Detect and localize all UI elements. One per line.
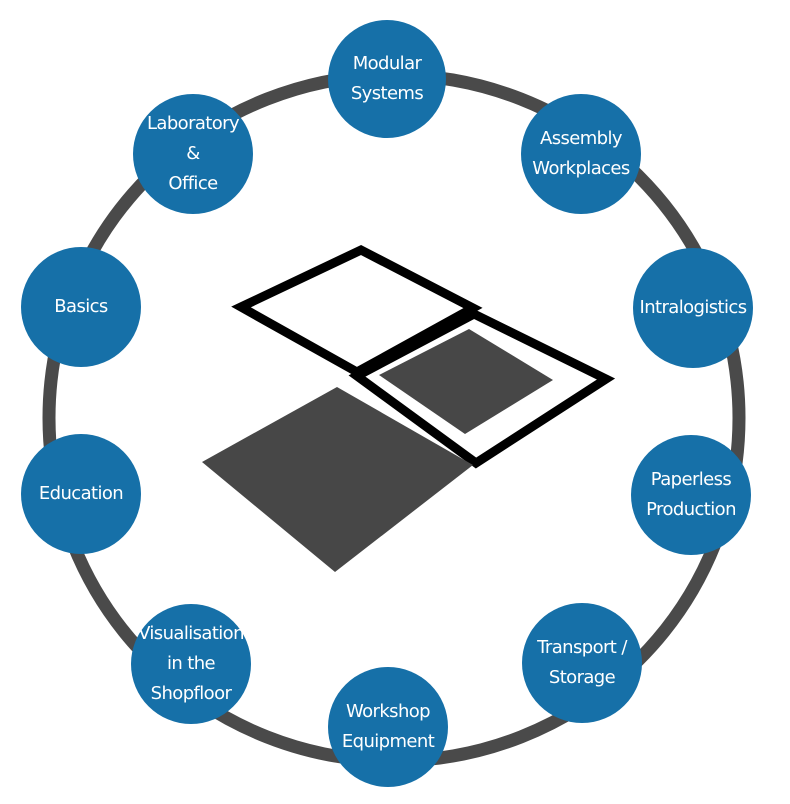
workplace-floor-tiles-logo [202, 244, 616, 572]
node-laboratory-office[interactable]: Laboratory & Office [133, 94, 253, 214]
node-visualisation-shopfloor[interactable]: Visualisation in the Shopfloor [131, 604, 251, 724]
node-label: Transport / Storage [537, 637, 627, 688]
node-label: Modular Systems [350, 53, 424, 104]
node-label: Visualisation in the Shopfloor [138, 623, 244, 704]
node-assembly-workplaces[interactable]: Assembly Workplaces [521, 94, 641, 214]
node-workshop-equipment[interactable]: Workshop Equipment [328, 667, 448, 787]
logo-inner-tile [379, 329, 553, 434]
node-label: Intralogistics [639, 297, 748, 318]
node-label: Workshop Equipment [341, 701, 435, 752]
node-label: Paperless Production [646, 469, 736, 520]
node-paperless-production[interactable]: Paperless Production [631, 435, 751, 555]
node-education[interactable]: Education [21, 434, 141, 554]
node-modular-systems[interactable]: Modular Systems [328, 20, 446, 138]
node-label: Basics [54, 296, 108, 317]
logo-outline-tile-top [231, 244, 483, 378]
node-intralogistics[interactable]: Intralogistics [633, 248, 753, 368]
node-label: Assembly Workplaces [532, 128, 630, 179]
logo-solid-tile [202, 387, 473, 572]
node-basics[interactable]: Basics [21, 247, 141, 367]
node-transport-storage[interactable]: Transport / Storage [522, 603, 642, 723]
node-label: Education [38, 483, 124, 504]
node-label: Laboratory & Office [146, 113, 240, 194]
